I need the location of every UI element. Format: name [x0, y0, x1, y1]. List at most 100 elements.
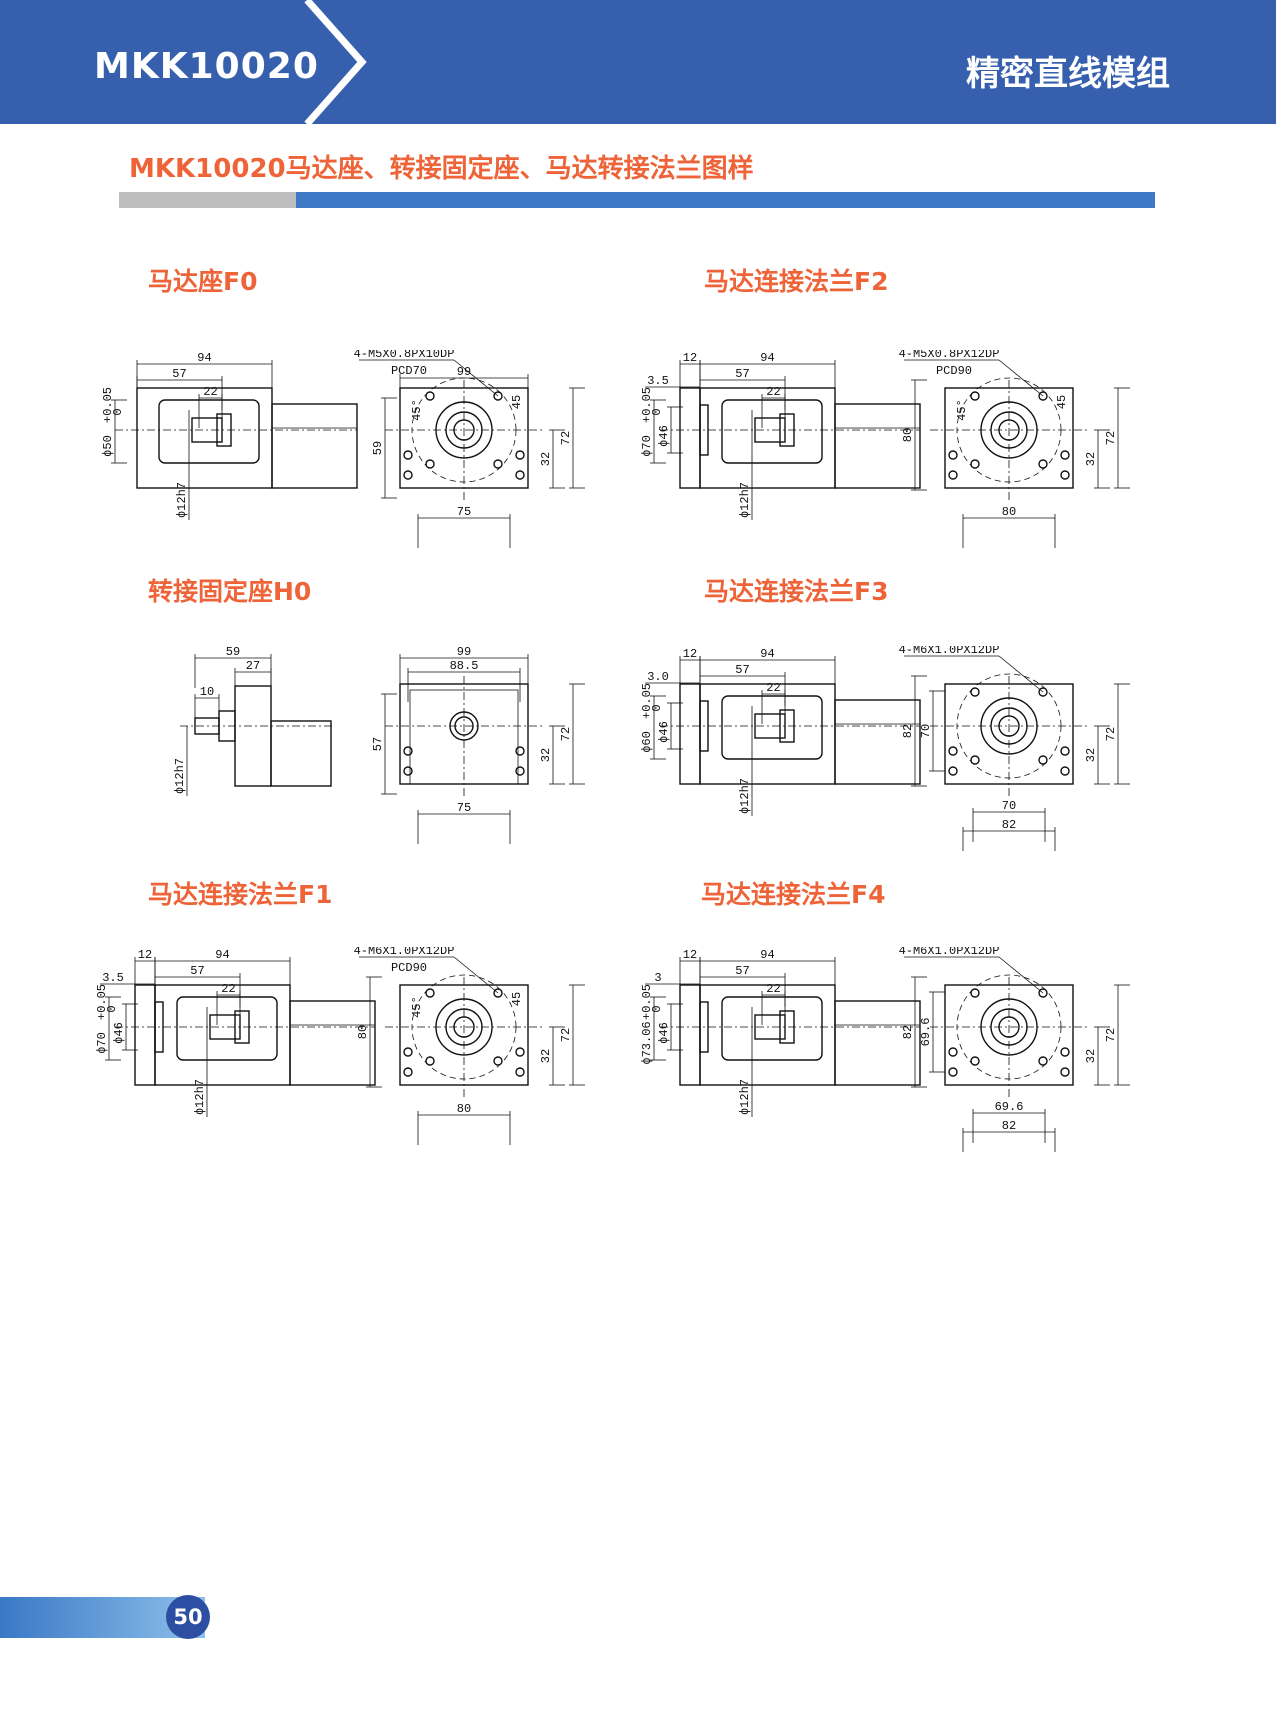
dim-offset: 57: [735, 964, 749, 978]
dim-diameter: ϕ70: [95, 1032, 109, 1054]
dim-bottom: 75: [457, 505, 471, 519]
dim-bottom: 75: [457, 801, 471, 815]
dim-center-height: 32: [1084, 1049, 1098, 1063]
dim-offset: 57: [172, 367, 186, 381]
dim-pilot: ϕ46: [657, 425, 671, 447]
tapped-hole: [970, 391, 980, 401]
shaft-bore: [453, 1016, 475, 1038]
mount-hole: [948, 470, 958, 480]
dim-flange: 12: [138, 948, 152, 962]
drawing-svg: 123.0945722ϕ60+0.050ϕ46ϕ12h74-M6X1.0PX12…: [640, 643, 1130, 861]
dim-shaft: ϕ12h7: [738, 1079, 752, 1115]
dim-slot: 22: [221, 982, 235, 996]
dim-tolerance-lower: 0: [650, 704, 664, 711]
dim-diameter: ϕ60: [640, 731, 654, 753]
line-art: [980, 401, 1038, 459]
dim-thread-callout: 4-M5X0.8PX10DP: [354, 350, 455, 361]
drawing-svg: 123.5945722ϕ70+0.050ϕ46ϕ12h74-M5X0.8PX12…: [640, 347, 1130, 548]
dim-slot: 22: [766, 681, 780, 695]
dim-bottom: 80: [457, 1102, 471, 1116]
mount-hole: [948, 450, 958, 460]
dim-thread-callout: 4-M6X1.0PX12DP: [899, 947, 1000, 958]
dim-lip: 3.5: [647, 374, 669, 388]
line-art: [445, 411, 483, 449]
dim-height: 72: [1104, 1028, 1118, 1042]
shaft-bore: [998, 1016, 1020, 1038]
flange-plate: [679, 387, 701, 489]
drawing-svg: 945722ϕ50+0.050ϕ12h74-M5X0.8PX10DPPCD704…: [101, 347, 585, 548]
mount-hole: [1060, 470, 1070, 480]
dim-angle: 45°: [410, 996, 424, 1018]
tapped-hole: [425, 391, 435, 401]
section-title-f2: 马达连接法兰F2: [704, 267, 889, 296]
dim-shaft: ϕ12h7: [175, 482, 189, 518]
line-art: [998, 956, 1044, 994]
dim-pcd: PCD90: [391, 961, 427, 975]
dim-overall: 94: [760, 948, 774, 962]
tapped-hole: [970, 1056, 980, 1066]
tapped-hole: [1038, 755, 1048, 765]
series-name: 精密直线模组: [966, 54, 1170, 94]
section-title-f3: 马达连接法兰F3: [704, 577, 889, 606]
dim-inner-bottom: 69.6: [995, 1100, 1024, 1114]
tapped-hole: [493, 1056, 503, 1066]
section-title-h0: 转接固定座H0: [148, 577, 312, 606]
mount-hole: [403, 746, 413, 756]
dim-diameter: ϕ73.06: [640, 1021, 654, 1064]
dim-overall: 59: [226, 646, 240, 659]
dim-tolerance-upper: +0.05: [640, 984, 654, 1020]
mount-hole: [1060, 450, 1070, 460]
mount-hole: [1060, 766, 1070, 776]
dim-pilot: ϕ46: [657, 721, 671, 743]
section-title-f4: 马达连接法兰F4: [701, 880, 886, 909]
dim-shaft: ϕ12h7: [738, 778, 752, 814]
dim-center-height: 32: [1084, 748, 1098, 762]
line-art: [998, 359, 1044, 397]
mount-hole: [515, 1067, 525, 1077]
chevron-divider: [304, 0, 367, 124]
dim-diameter: ϕ50: [101, 435, 115, 457]
coupling-window: [721, 399, 823, 464]
tapped-hole: [493, 988, 503, 998]
motor-seat-body: [136, 387, 273, 489]
dim-pcd: PCD70: [391, 364, 427, 378]
dim-slot: 22: [203, 385, 217, 399]
tapped-hole: [425, 459, 435, 469]
dim-thread-callout: 4-M5X0.8PX12DP: [899, 350, 1000, 361]
dim-angle: 45°: [955, 399, 969, 421]
mount-hole: [1060, 1067, 1070, 1077]
model-name: MKK10020: [94, 46, 319, 87]
dim-offset: 27: [246, 659, 260, 673]
mount-hole: [403, 1047, 413, 1057]
dim-center-height: 32: [539, 452, 553, 466]
dim-center-height: 32: [1084, 452, 1098, 466]
dim-slot: 22: [766, 385, 780, 399]
flange-plate: [134, 984, 156, 1086]
coupling-window: [158, 399, 260, 464]
dim-tolerance-upper: +0.05: [95, 984, 109, 1020]
drawing-svg: 123945722ϕ73.06+0.050ϕ46ϕ12h74-M6X1.0PX1…: [640, 944, 1130, 1162]
tapped-hole: [1038, 1056, 1048, 1066]
dim-left-inner: 69.6: [919, 1018, 933, 1047]
mount-hole: [515, 746, 525, 756]
drawing-svg: 123.5945722ϕ70+0.050ϕ46ϕ12h74-M6X1.0PX12…: [95, 944, 585, 1145]
tapped-hole: [970, 755, 980, 765]
dim-height: 72: [1104, 727, 1118, 741]
line-art: [990, 1008, 1028, 1046]
dim-pcd: PCD90: [936, 364, 972, 378]
dim-left-inner: 70: [919, 724, 933, 738]
dim-angle-right: 45: [510, 395, 524, 409]
line-art: [990, 707, 1028, 745]
dim-tolerance-upper: +0.05: [640, 387, 654, 423]
dim-overall: 94: [197, 351, 211, 365]
page-title: MKK10020马达座、转接固定座、马达转接法兰图样: [129, 154, 754, 184]
